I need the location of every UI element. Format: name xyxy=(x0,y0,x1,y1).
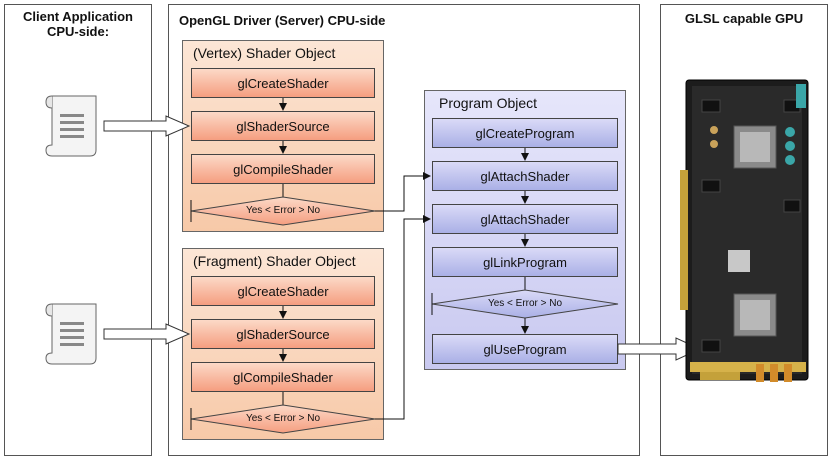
program-decision-label: Yes < Error > No xyxy=(487,298,563,309)
vertex-glcreateshader: glCreateShader xyxy=(191,68,375,98)
client-panel: Client Application CPU-side: xyxy=(4,4,152,456)
program-glcreateprogram: glCreateProgram xyxy=(432,118,618,148)
program-error-decision xyxy=(431,289,619,319)
vertex-shader-title: (Vertex) Shader Object xyxy=(193,45,336,61)
vertex-glcompileshader: glCompileShader xyxy=(191,154,375,184)
driver-panel-title: OpenGL Driver (Server) CPU-side xyxy=(179,13,386,28)
gpu-panel-title: GLSL capable GPU xyxy=(684,11,804,26)
fragment-glshadersource: glShaderSource xyxy=(191,319,375,349)
vertex-source-hollow-arrow xyxy=(103,115,191,137)
client-panel-title: Client Application CPU-side: xyxy=(22,9,134,39)
fragment-decision-label: Yes < Error > No xyxy=(245,413,321,424)
fragment-glcreateshader: glCreateShader xyxy=(191,276,375,306)
fragment-source-document-icon xyxy=(45,303,97,365)
program-glattachshader-vertex: glAttachShader xyxy=(432,161,618,191)
program-object-title: Program Object xyxy=(439,95,538,111)
vertex-decision-label: Yes < Error > No xyxy=(245,205,321,216)
vertex-source-document-icon xyxy=(45,95,97,157)
fragment-glcompileshader: glCompileShader xyxy=(191,362,375,392)
program-gllinkprogram: glLinkProgram xyxy=(432,247,618,277)
vertex-glshadersource: glShaderSource xyxy=(191,111,375,141)
fragment-shader-title: (Fragment) Shader Object xyxy=(193,253,356,269)
program-gluseprogram: glUseProgram xyxy=(432,334,618,364)
gpu-card-image xyxy=(680,79,809,382)
program-glattachshader-fragment: glAttachShader xyxy=(432,204,618,234)
fragment-source-hollow-arrow xyxy=(103,323,191,345)
